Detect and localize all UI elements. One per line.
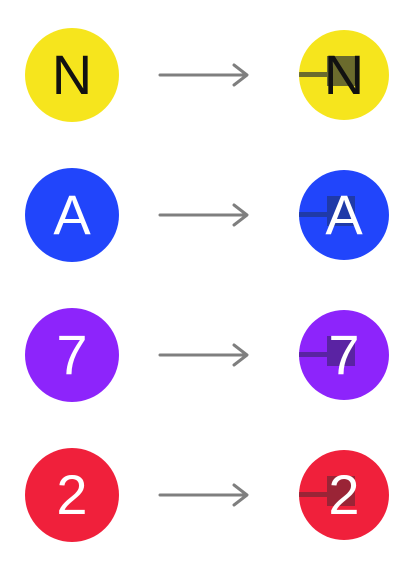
marked-label: 7 (328, 323, 360, 386)
mapping-row-3: 7 7 (0, 304, 414, 404)
source-circle: 7 (25, 308, 119, 402)
mapping-row-2: A A (0, 164, 414, 264)
mark-bar (299, 352, 353, 357)
right-arrow-icon (158, 343, 249, 367)
mark-box (327, 476, 355, 506)
mapping-row-4: 2 2 (0, 444, 414, 544)
source-label: 7 (56, 323, 88, 386)
marked-label: 2 (328, 463, 360, 526)
source-label: 2 (56, 463, 88, 526)
mapping-row-1: N N (0, 24, 414, 124)
source-circle: N (25, 28, 119, 122)
marked-circle: 7 (299, 310, 389, 400)
marked-label: N (323, 43, 365, 106)
source-label: A (53, 183, 91, 246)
marked-circle: 2 (299, 450, 389, 540)
right-arrow-icon (158, 63, 249, 87)
mark-bar (299, 492, 353, 497)
mark-box (327, 196, 355, 226)
source-circle: 2 (25, 448, 119, 542)
source-label: N (51, 43, 93, 106)
marked-label: A (325, 183, 363, 246)
right-arrow-icon (158, 483, 249, 507)
mark-box (327, 56, 355, 86)
source-circle: A (25, 168, 119, 262)
marked-circle: A (299, 170, 389, 260)
mark-box (327, 336, 355, 366)
right-arrow-icon (158, 203, 249, 227)
mark-bar (299, 72, 353, 77)
marked-circle: N (299, 30, 389, 120)
mark-bar (299, 212, 353, 217)
